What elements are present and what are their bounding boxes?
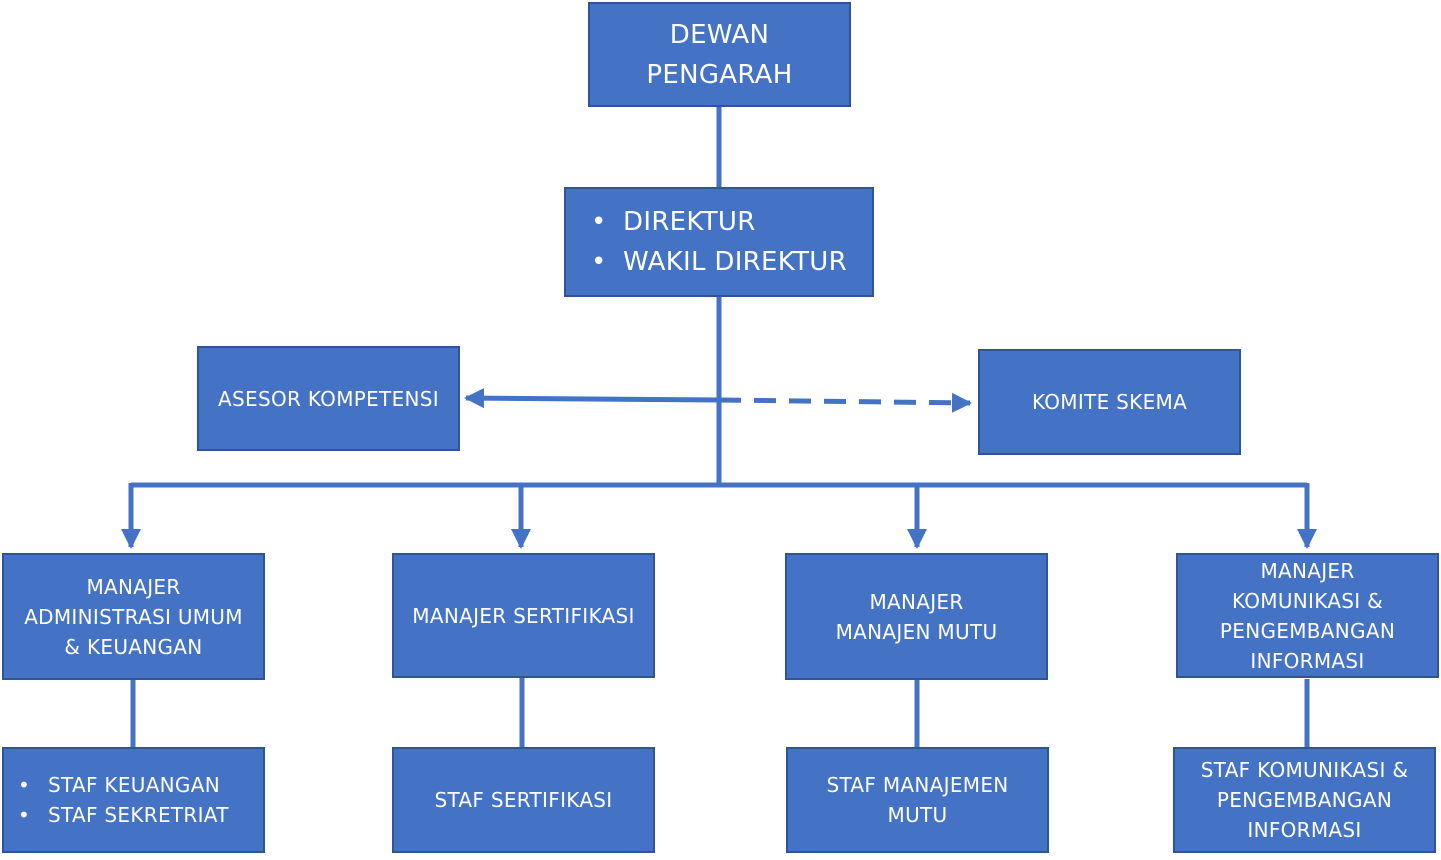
direktur-bullet-list: • DIREKTUR • WAKIL DIREKTUR <box>591 202 847 282</box>
staff-3-line-2: MUTU <box>887 803 948 827</box>
box-manager-komunikasi: MANAJER KOMUNIKASI & PENGEMBANGAN INFORM… <box>1176 553 1439 678</box>
box-direktur: • DIREKTUR • WAKIL DIREKTUR <box>564 187 874 297</box>
wakil-direktur-list-item: • WAKIL DIREKTUR <box>591 242 847 282</box>
connector-komite-dashed-arrow <box>718 392 972 413</box>
manager-4-line-2: KOMUNIKASI & <box>1231 588 1384 613</box>
manager-2-line-1: MANAJER SERTIFIKASI <box>412 603 635 628</box>
manager-3-line-2: MANAJEN MUTU <box>835 619 998 644</box>
staff-4-line-2: PENGEMBANGAN <box>1216 788 1393 812</box>
manager-3-line-1: MANAJER <box>869 589 964 614</box>
staff-4-line-1: STAF KOMUNIKASI & <box>1200 758 1409 782</box>
box-staff-mutu: STAF MANAJEMEN MUTU <box>786 747 1049 853</box>
dewan-line-1: DEWAN <box>669 19 770 50</box>
direktur-list-item: • DIREKTUR <box>591 202 756 242</box>
box-asesor-kompetensi: ASESOR KOMPETENSI <box>197 346 460 451</box>
direktur-item-label: DIREKTUR <box>623 207 756 237</box>
staff-keuangan-label: STAF KEUANGAN <box>48 773 220 797</box>
staff-keuangan-list-item: • STAF KEUANGAN <box>18 770 220 800</box>
manager-4-line-1: MANAJER <box>1260 558 1355 583</box>
box-dewan-pengarah: DEWAN PENGARAH <box>588 2 851 107</box>
box-staff-keuangan: • STAF KEUANGAN • STAF SEKRETRIAT <box>2 747 265 853</box>
staff-3-line-1: STAF MANAJEMEN <box>826 773 1009 797</box>
asesor-label: ASESOR KOMPETENSI <box>218 386 439 411</box>
staff-4-line-3: INFORMASI <box>1247 818 1362 842</box>
manager-4-line-3: PENGEMBANGAN <box>1219 618 1396 643</box>
bullet-icon: • <box>591 207 607 237</box>
manager-1-line-2: ADMINISTRASI UMUM <box>24 604 243 629</box>
staff-1-bullet-list: • STAF KEUANGAN • STAF SEKRETRIAT <box>4 770 229 830</box>
box-staff-komunikasi: STAF KOMUNIKASI & PENGEMBANGAN INFORMASI <box>1173 747 1436 853</box>
dewan-line-2: PENGARAH <box>646 59 793 90</box>
box-manager-mutu: MANAJER MANAJEN MUTU <box>785 553 1048 680</box>
wakil-direktur-item-label: WAKIL DIREKTUR <box>623 247 847 277</box>
bullet-icon: • <box>18 803 31 827</box>
box-manager-administrasi: MANAJER ADMINISTRASI UMUM & KEUANGAN <box>2 553 265 680</box>
staff-2-line-1: STAF SERTIFIKASI <box>434 788 613 812</box>
manager-1-line-1: MANAJER <box>86 574 181 599</box>
box-staff-sertifikasi: STAF SERTIFIKASI <box>392 747 655 853</box>
manager-4-line-4: INFORMASI <box>1250 648 1365 673</box>
bullet-icon: • <box>18 773 31 797</box>
box-komite-skema: KOMITE SKEMA <box>978 349 1241 455</box>
komite-label: KOMITE SKEMA <box>1031 390 1188 414</box>
box-manager-sertifikasi: MANAJER SERTIFIKASI <box>392 553 655 678</box>
staff-sekretriat-list-item: • STAF SEKRETRIAT <box>18 800 229 830</box>
staff-sekretriat-label: STAF SEKRETRIAT <box>48 803 229 827</box>
manager-1-line-3: & KEUANGAN <box>64 634 203 659</box>
bullet-icon: • <box>591 247 607 277</box>
connector-asesor-arrow <box>464 388 720 409</box>
